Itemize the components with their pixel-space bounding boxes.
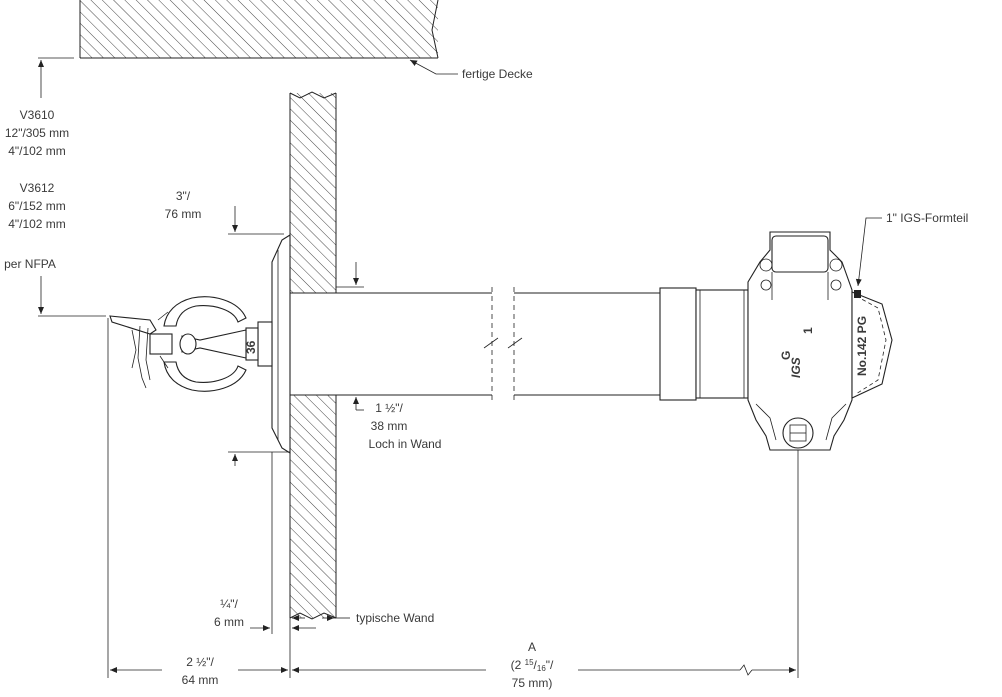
sprinkler-head: 36	[109, 296, 273, 392]
dimension-a	[292, 450, 799, 678]
v3612-dim-2: 4"/102 mm	[8, 217, 66, 231]
coupling-mark-3: IGS	[789, 357, 803, 378]
dim-a-line-2: 75 mm)	[512, 676, 553, 690]
v3610-dim-1: 12"/305 mm	[5, 126, 69, 140]
igs-leader	[855, 217, 882, 287]
ceiling-label: fertige Decke	[462, 67, 533, 81]
igs-fitting-label: 1" IGS-Formteil	[886, 211, 968, 225]
sprinkler-code: 36	[244, 340, 258, 354]
ceiling-leader	[409, 59, 458, 75]
v3612-dim-1: 6"/152 mm	[8, 199, 66, 213]
v3610-model: V3610	[20, 108, 55, 122]
dimension-deflector-to-ceiling	[38, 57, 106, 317]
igs-coupling: G 1 IGS No.142 PG	[747, 231, 893, 451]
quarter-dim-1: ¼"/	[220, 597, 238, 611]
dimension-escutcheon	[228, 206, 290, 466]
escutcheon-dim-1: 3"/	[176, 189, 191, 203]
hole-dim-1: 1 ½"/	[375, 401, 403, 415]
dim-a-label: A	[528, 640, 536, 654]
adapter-fitting	[659, 287, 749, 401]
escutcheon	[271, 234, 291, 454]
coupling-mark-4: No.142 PG	[855, 316, 869, 376]
hole-dim-3: Loch in Wand	[369, 437, 442, 451]
coupling-mark-2: G	[779, 351, 793, 360]
coupling-mark-1: 1	[801, 327, 815, 334]
escutcheon-dim-2: 76 mm	[165, 207, 202, 221]
ceiling	[79, 0, 439, 59]
dimension-two-half-inch	[107, 318, 291, 678]
quarter-dim-2: 6 mm	[214, 615, 244, 629]
wall	[289, 91, 337, 620]
dimension-quarter-inch	[250, 452, 316, 634]
v3612-model: V3612	[20, 181, 55, 195]
dimension-wall-hole	[336, 262, 364, 411]
v3610-dim-2: 4"/102 mm	[8, 144, 66, 158]
half-dim-2: 64 mm	[182, 673, 219, 687]
typical-wall-label: typische Wand	[356, 611, 434, 625]
half-dim-1: 2 ½"/	[186, 655, 214, 669]
dim-a-line-1: (2 15/16"/	[511, 658, 554, 673]
hole-dim-2: 38 mm	[371, 419, 408, 433]
pipe-nipple	[290, 287, 660, 402]
per-nfpa-label: per NFPA	[4, 257, 56, 271]
